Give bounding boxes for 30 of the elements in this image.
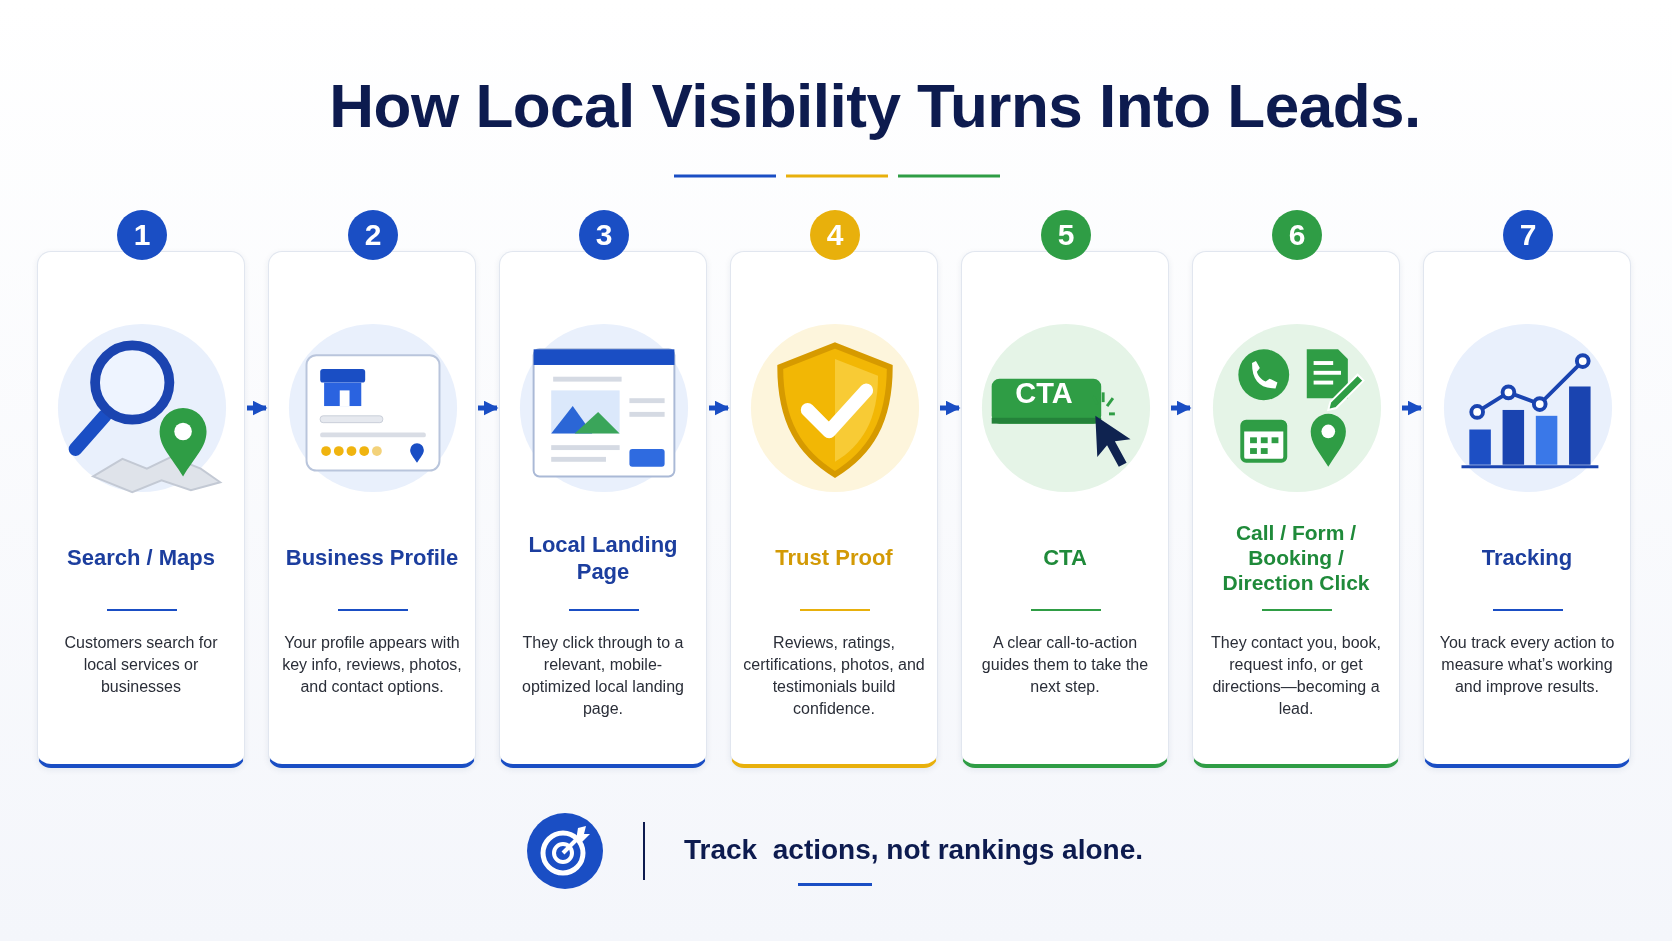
arrow <box>940 400 961 416</box>
step-description: They click through to a relevant, mobile-optimized local landing page. <box>521 633 685 719</box>
step-title: CTA <box>1042 544 1088 571</box>
step-description: Customers search for local services or businesses <box>63 633 219 697</box>
arrow <box>1171 400 1192 416</box>
step-number: 2 <box>348 210 398 260</box>
step-number: 1 <box>117 210 167 260</box>
step-title: Trust Proof <box>774 544 894 571</box>
step-title: Tracking <box>1480 544 1574 571</box>
step-title: Business Profile <box>284 544 460 571</box>
step-title: Local Landing Page <box>527 531 679 585</box>
step-description: They contact you, book, request info, or get directions—becoming a lead. <box>1210 633 1382 719</box>
button-text: CTA <box>1014 376 1074 410</box>
arrow <box>478 400 499 416</box>
step-description: Reviews, ratings, certifications, photos, and testimonials build confidence. <box>742 633 926 719</box>
step-number: 3 <box>579 210 629 260</box>
step-description: You track every action to measure what’s working and improve results. <box>1438 633 1616 697</box>
arrow <box>1402 400 1423 416</box>
step-title: Call / Form / Booking / Direction Click <box>1221 520 1371 595</box>
title: How Local Visibility Turns Into Leads. <box>328 70 1422 141</box>
tagline: Track actions, not rankings alone. <box>684 834 1144 866</box>
step-title: Search / Maps <box>66 544 216 571</box>
step-description: Your profile appears with key info, reviews, photos, and contact options. <box>281 633 463 697</box>
arrow <box>247 400 268 416</box>
step-description: A clear call-to-action guides them to take the next step. <box>980 633 1150 697</box>
step-number: 6 <box>1272 210 1322 260</box>
arrow <box>709 400 730 416</box>
step-number: 5 <box>1041 210 1091 260</box>
step-number: 4 <box>810 210 860 260</box>
step-number: 7 <box>1503 210 1553 260</box>
